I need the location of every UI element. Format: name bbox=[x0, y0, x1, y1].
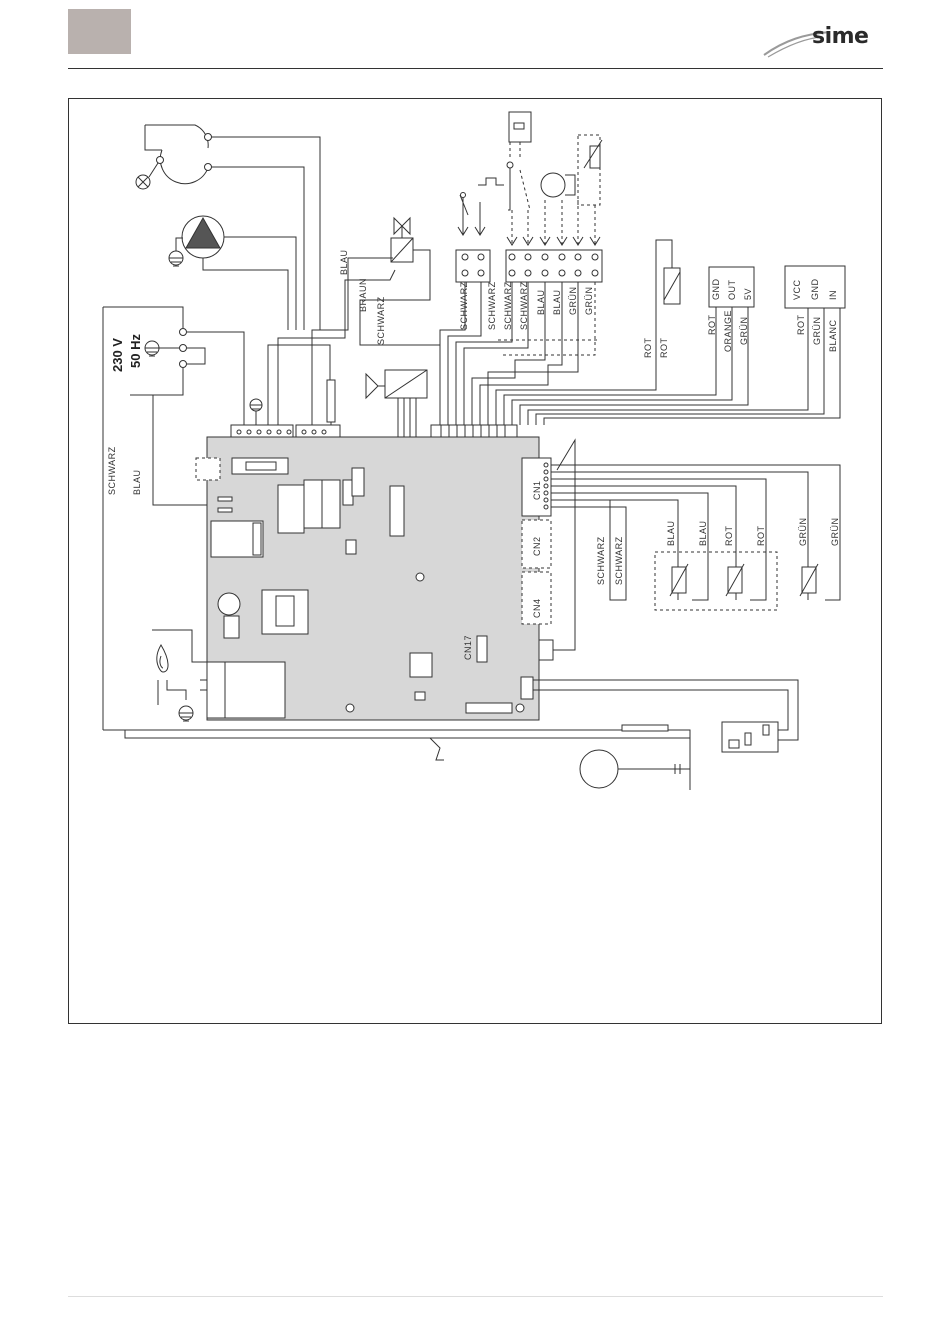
sensor-box-5v: 5V bbox=[743, 288, 753, 300]
wire-label-cn1-blau1: BLAU bbox=[666, 520, 676, 546]
wire-label-t5: BLAU bbox=[536, 289, 546, 315]
flame-electrode-icon bbox=[152, 630, 207, 721]
flow-switch-icon bbox=[458, 178, 504, 235]
vcc-box-vcc: VCC bbox=[792, 279, 802, 300]
diverter-valve-icon bbox=[360, 218, 440, 345]
wire-label-t2: SCHWARZ bbox=[487, 281, 497, 330]
gas-valve-icon bbox=[366, 370, 427, 440]
ntc-sensor-3-icon bbox=[800, 564, 818, 596]
sensor-box-gnd: GND bbox=[711, 279, 721, 301]
wire-label-valve-braun: BRAUN bbox=[358, 278, 368, 312]
wire-label-vcc-rot: ROT bbox=[796, 315, 806, 336]
wire-label-t8: GRÜN bbox=[584, 287, 594, 316]
wire-label-t4: SCHWARZ bbox=[519, 281, 529, 330]
overheat-thermostat-icon bbox=[578, 135, 602, 205]
wire-label-cn1-gruen1: GRÜN bbox=[798, 518, 808, 547]
pump-icon bbox=[169, 216, 224, 266]
wire-label-vcc-blanc: BLANC bbox=[828, 319, 838, 352]
wire-label-cn1-gruen2: GRÜN bbox=[830, 518, 840, 547]
vcc-box-gnd: GND bbox=[810, 279, 820, 301]
wire-label-rot2: ROT bbox=[659, 338, 669, 359]
wire-label-t7: GRÜN bbox=[568, 287, 578, 316]
connector-cn4: CN4 bbox=[532, 598, 542, 618]
ntc-sensor-2-icon bbox=[726, 564, 744, 596]
frequency-label: 50 Hz bbox=[128, 334, 143, 368]
sensor-box-out: OUT bbox=[727, 280, 737, 301]
wire-label-sensor-orange: ORANGE bbox=[723, 310, 733, 352]
wire-label-valve-schwarz: SCHWARZ bbox=[376, 296, 386, 345]
room-thermostat-icon bbox=[533, 680, 798, 752]
ground-icon bbox=[250, 399, 262, 425]
vcc-box-in: IN bbox=[828, 290, 838, 300]
connector-cn17: CN17 bbox=[463, 635, 473, 660]
wire-label-cn1-rot2: ROT bbox=[756, 526, 766, 547]
ntc-sensor-1-icon bbox=[670, 564, 688, 596]
wire-label-cn1-schwarz2: SCHWARZ bbox=[614, 536, 624, 585]
wire-label-schwarz-left: SCHWARZ bbox=[107, 446, 117, 495]
voltage-label: 230 V bbox=[110, 338, 125, 372]
wire-label-sensor-rot: ROT bbox=[707, 315, 717, 336]
connector-cn2: CN2 bbox=[532, 536, 542, 556]
wire-label-t6: BLAU bbox=[552, 289, 562, 315]
temp-sensor-icon bbox=[541, 173, 575, 197]
wire-label-blau-left: BLAU bbox=[132, 469, 142, 495]
wire-label-t1: SCHWARZ bbox=[459, 281, 469, 330]
wire-label-t3: SCHWARZ bbox=[503, 281, 513, 330]
wire-label-cn1-schwarz1: SCHWARZ bbox=[596, 536, 606, 585]
pressure-switch-icon bbox=[507, 112, 531, 210]
wire-label-valve-blau: BLAU bbox=[339, 249, 349, 275]
wire-label-sensor-gruen: GRÜN bbox=[739, 317, 749, 346]
fan-icon bbox=[136, 125, 212, 189]
wire-label-rot1: ROT bbox=[643, 338, 653, 359]
wire-label-cn1-blau2: BLAU bbox=[698, 520, 708, 546]
wire-label-cn1-rot1: ROT bbox=[724, 526, 734, 547]
connector-cn1: CN1 bbox=[532, 480, 542, 500]
circulator-motor-icon bbox=[580, 750, 690, 788]
wire-label-vcc-gruen: GRÜN bbox=[812, 317, 822, 346]
